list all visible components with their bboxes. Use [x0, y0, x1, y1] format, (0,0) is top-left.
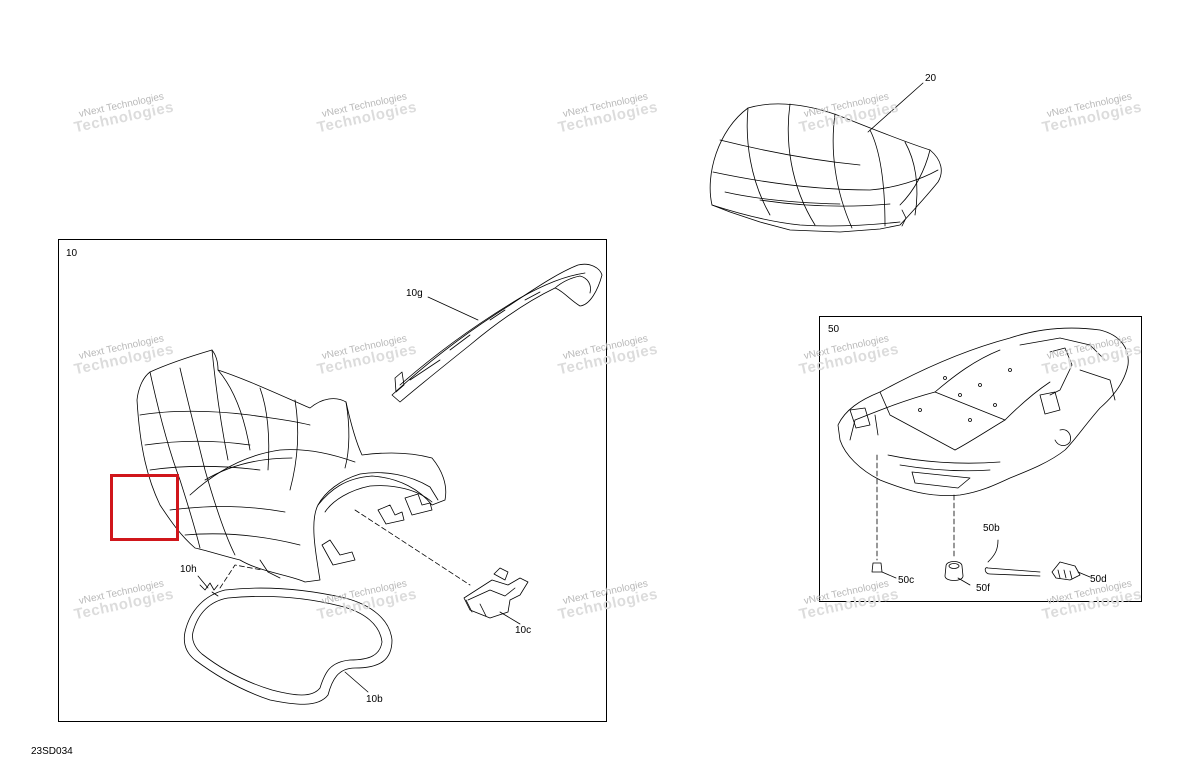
highlight-box — [110, 474, 179, 541]
callout-50: 50 — [828, 324, 840, 335]
drawing-number: 23SD034 — [31, 746, 73, 757]
inset-frame-50 — [819, 316, 1142, 602]
callout-50b: 50b — [983, 523, 1000, 534]
callout-20: 20 — [925, 73, 937, 84]
part-20-seat-cover — [709, 103, 942, 233]
part-10c-latch — [463, 567, 529, 619]
callout-10b: 10b — [366, 694, 383, 705]
callout-10c: 10c — [515, 625, 532, 636]
part-10b-gasket — [183, 587, 393, 705]
callout-50c: 50c — [898, 575, 915, 586]
part-10g-handle — [391, 263, 603, 403]
part-10-seat — [136, 349, 447, 583]
callout-10g: 10g — [406, 288, 423, 299]
callout-10: 10 — [66, 248, 78, 259]
callout-50f: 50f — [976, 583, 990, 594]
inset-frame-10 — [58, 239, 607, 722]
callout-50d: 50d — [1090, 574, 1107, 585]
part-50-seat-base — [837, 327, 1129, 496]
callout-10h: 10h — [180, 564, 197, 575]
part-10h-fastener — [199, 582, 219, 597]
